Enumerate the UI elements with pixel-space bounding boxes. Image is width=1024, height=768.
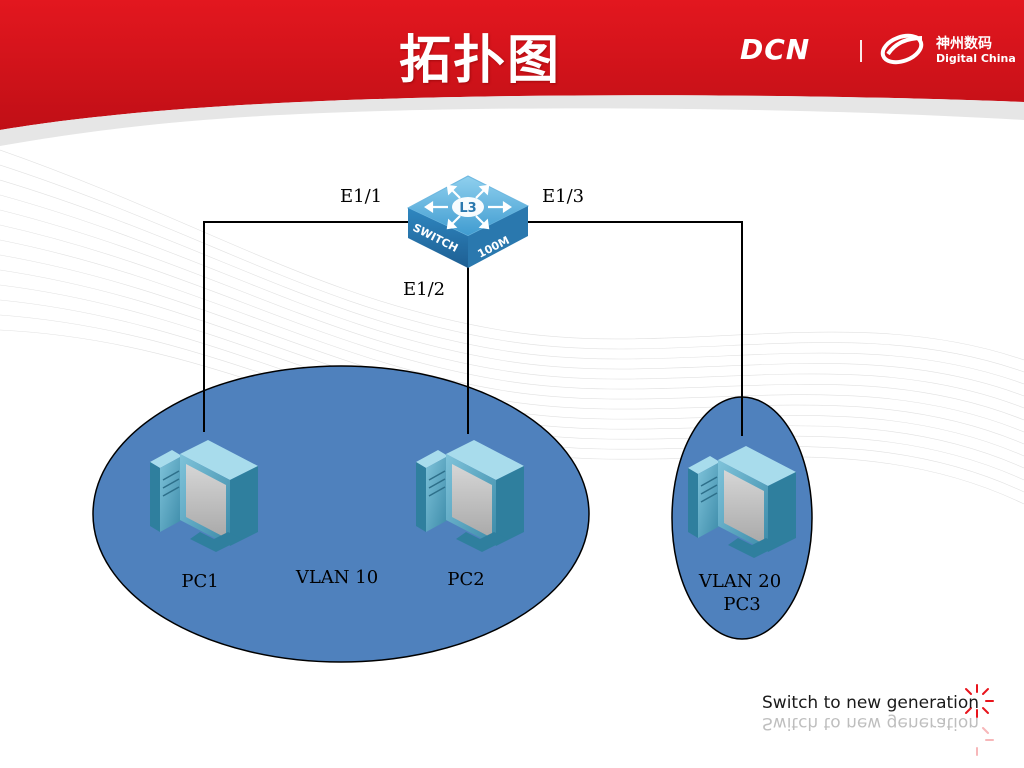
footer-tagline-reflection: Switch to new generation [762,713,980,733]
port-e1-1-label: E1/1 [340,186,383,207]
switch-badge: L3 [459,201,476,216]
link-e1-3-pc3 [520,221,743,436]
header-banner [0,0,1024,130]
header-swoosh [0,95,1024,146]
vlan10-region [92,365,590,663]
network-links [203,221,743,436]
pc1-label: PC1 [181,571,219,592]
sparkle-icon-reflection [976,727,994,756]
page-title: 拓扑图 [398,31,561,91]
port-e1-2-label: E1/2 [403,279,446,300]
port-e1-3-label: E1/3 [542,186,585,207]
sparkle-icon [965,684,994,718]
brand-en-text: Digital China [936,52,1016,65]
pc3-label: PC3 [723,594,761,615]
digital-china-logo-icon [880,33,924,65]
l3-switch-icon: L3 SWITCH 100M [406,175,530,268]
brand-dcn-logo: DCN [740,33,811,66]
vlan10-label: VLAN 10 [295,567,379,588]
brand-separator [860,40,862,62]
brand-cn-text: 神州数码 [936,36,992,52]
pc2-label: PC2 [447,569,485,590]
vlan20-label: VLAN 20 [698,571,782,592]
footer-tagline: Switch to new generation [762,693,980,713]
link-e1-1-pc1 [203,221,420,432]
